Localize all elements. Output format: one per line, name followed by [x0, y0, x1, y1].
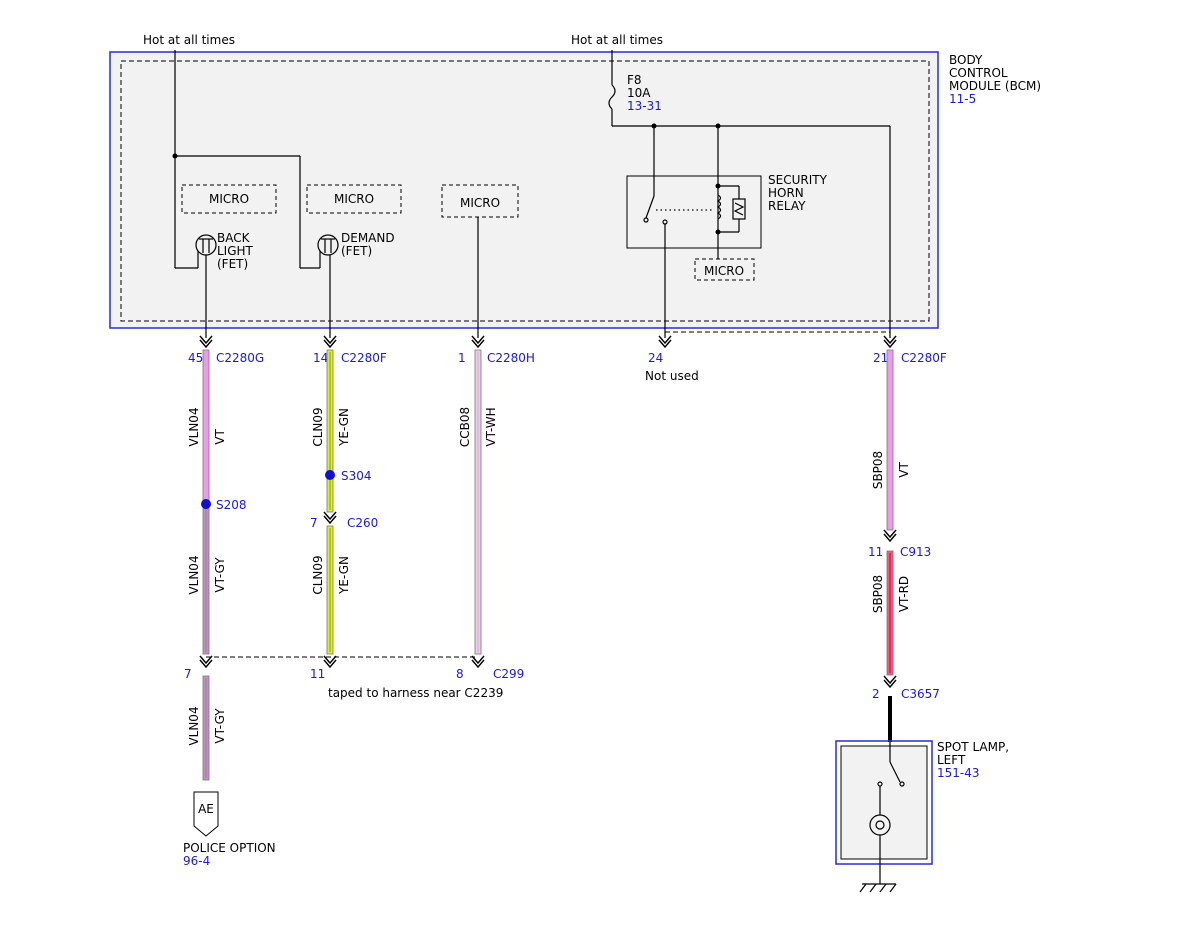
- connector-label-c260[interactable]: C260: [347, 516, 378, 530]
- connector-label[interactable]: C2280H: [487, 351, 535, 365]
- connector-pin: 8: [456, 667, 464, 681]
- micro-box-c2280h: [441, 184, 519, 218]
- junction-dot: [715, 183, 721, 189]
- micro-box-demand: [306, 184, 402, 214]
- connector-pin: 7: [310, 516, 318, 530]
- spot-lamp-switch-symbol: [869, 742, 905, 884]
- wire-color-label: VT-GY: [213, 708, 227, 744]
- pin-number: 24: [648, 351, 663, 365]
- spot-lamp-ref[interactable]: 151-43: [937, 766, 980, 780]
- junction-dot: [172, 153, 178, 159]
- right-feed-wiring: [608, 50, 891, 338]
- wire-circuit-label: SBP08: [871, 451, 885, 489]
- wire-circuit-label: CLN09: [311, 407, 325, 446]
- junction-dot: [715, 123, 721, 129]
- relay-label-3: RELAY: [768, 199, 806, 213]
- bcm-inner-dashed: [120, 60, 930, 322]
- not-used-note: Not used: [645, 369, 699, 383]
- micro-box-relay: [694, 258, 755, 281]
- wire-vln04-vt[interactable]: [202, 349, 210, 505]
- pin-number: 1: [458, 351, 466, 365]
- micro-label-c2280h: MICRO: [460, 196, 500, 210]
- spot-lamp-label-1: SPOT LAMP,: [937, 740, 1009, 754]
- connector-label-c913[interactable]: C913: [900, 545, 931, 559]
- relay-label-1: SECURITY: [768, 173, 828, 187]
- fet-backlight-label-1: BACK: [217, 231, 251, 245]
- wire-color-label: YE-GN: [337, 408, 351, 447]
- wire-circuit-label: VLN04: [187, 407, 201, 446]
- inline-connector-arrow: [883, 675, 897, 689]
- junction-dot: [651, 123, 657, 129]
- micro-box-backlight: [181, 184, 277, 214]
- fuse-rating: 10A: [627, 86, 651, 100]
- splice-label-s304[interactable]: S304: [341, 469, 372, 483]
- fet-demand-label-2: (FET): [341, 244, 372, 258]
- wire-color-label: VT-RD: [897, 576, 911, 612]
- wire-sbp08-vt[interactable]: [886, 349, 894, 531]
- bcm-label-3: MODULE (BCM): [949, 79, 1041, 93]
- inline-connector-arrow: [323, 511, 337, 525]
- connector-label[interactable]: C2280F: [901, 351, 947, 365]
- feed-label-right: Hot at all times: [571, 33, 663, 47]
- pin-arrows: [199, 335, 897, 349]
- wire-circuit-label: VLN04: [187, 706, 201, 745]
- junction-dot: [715, 229, 721, 235]
- wire-circuit-label: CLN09: [311, 555, 325, 594]
- ground-icon: [859, 883, 897, 893]
- fet-demand-symbol: [317, 234, 339, 338]
- pin-number: 45: [188, 351, 203, 365]
- micro-label-demand: MICRO: [334, 192, 374, 206]
- inline-connector-arrow: [199, 655, 485, 669]
- relay-box: [626, 175, 762, 249]
- relay-label-2: HORN: [768, 186, 804, 200]
- connector-pin: 11: [868, 545, 883, 559]
- relay-switch-symbol: [643, 195, 712, 338]
- splice-dot-s304[interactable]: [325, 470, 335, 480]
- connector-label[interactable]: C2280G: [216, 351, 264, 365]
- wire-color-label: YE-GN: [337, 556, 351, 595]
- fuse-name: F8: [627, 73, 642, 87]
- police-option-ref[interactable]: 96-4: [183, 854, 210, 868]
- connector-label-c3657[interactable]: C3657: [901, 687, 940, 701]
- fet-backlight-symbol: [195, 234, 217, 338]
- relay-coil-symbol: [716, 185, 746, 233]
- bcm-ref[interactable]: 11-5: [949, 92, 976, 106]
- inline-connector-arrow: [883, 529, 897, 543]
- pin-number: 14: [313, 351, 328, 365]
- bcm-label-2: CONTROL: [949, 66, 1008, 80]
- micro-label-relay: MICRO: [704, 264, 744, 278]
- wire-color-label: VT: [213, 429, 227, 445]
- fuse-ref[interactable]: 13-31: [627, 99, 662, 113]
- splice-label-s208[interactable]: S208: [216, 498, 247, 512]
- splice-dot-s208[interactable]: [201, 499, 211, 509]
- connector-pin: 11: [310, 667, 325, 681]
- police-option-label: POLICE OPTION: [183, 841, 276, 855]
- left-feed-wiring: [174, 50, 320, 269]
- wire-circuit-label: CCB08: [458, 407, 472, 447]
- pin-number: 21: [873, 351, 888, 365]
- wire-color-label: VT-WH: [484, 407, 498, 446]
- fet-backlight-label-2: LIGHT: [217, 244, 254, 258]
- spot-lamp-label-2: LEFT: [937, 753, 966, 767]
- police-option-code: AE: [198, 802, 214, 816]
- wire-color-label: VT: [897, 462, 911, 478]
- fet-backlight-label-3: (FET): [217, 257, 248, 271]
- spot-lamp-inner-box: [840, 745, 928, 860]
- bcm-module-box: [109, 51, 939, 329]
- connector-label[interactable]: C2280F: [341, 351, 387, 365]
- micro-label-backlight: MICRO: [209, 192, 249, 206]
- connector-pin: 7: [184, 667, 192, 681]
- wire-circuit-label: SBP08: [871, 575, 885, 613]
- fet-demand-label-1: DEMAND: [341, 231, 395, 245]
- wire-circuit-label: VLN04: [187, 555, 201, 594]
- police-option-connector[interactable]: [193, 791, 219, 837]
- connector-label-c299[interactable]: C299: [493, 667, 524, 681]
- feed-label-left: Hot at all times: [143, 33, 235, 47]
- wire-color-label: VT-GY: [213, 557, 227, 593]
- spot-lamp-outer-box: [835, 740, 933, 865]
- connector-pin: 2: [872, 687, 880, 701]
- taped-note: taped to harness near C2239: [328, 686, 503, 700]
- bcm-label-1: BODY: [949, 53, 983, 67]
